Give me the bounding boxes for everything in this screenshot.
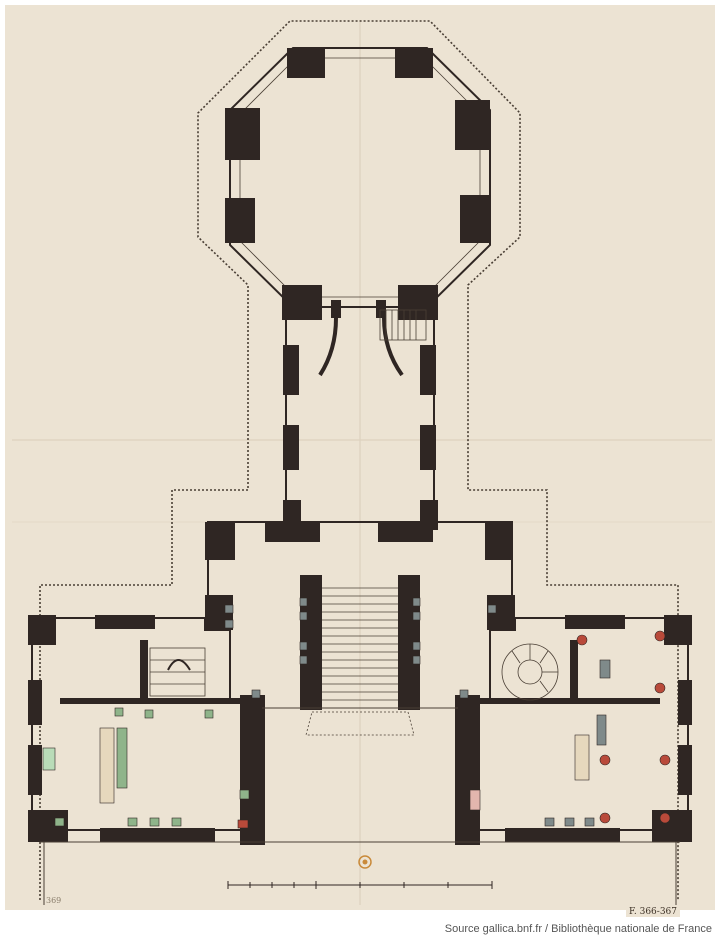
octagon-piers: [225, 48, 490, 320]
left-wing-piers: [28, 615, 265, 845]
stamp-seal-icon: [358, 855, 372, 869]
source-caption: Source gallica.bnf.fr / Bibliothèque nat…: [444, 923, 712, 935]
niche-left: [318, 317, 338, 377]
shelfmark-label: F. 366-367: [626, 907, 680, 917]
left-furniture: [42, 604, 261, 829]
niche-right: [382, 317, 404, 377]
right-spiral-stair: [501, 643, 559, 701]
folio-mark: 369: [46, 896, 62, 905]
stair-niches: [299, 597, 421, 665]
right-furniture: [459, 604, 671, 827]
grand-staircase: [300, 575, 420, 736]
small-stair: [379, 309, 427, 341]
central-hall-wall: [207, 521, 513, 620]
terrace-boundary: [39, 20, 679, 900]
scale-bar-icon: [227, 881, 493, 889]
left-service-stair: [149, 647, 206, 697]
hall-piers: [205, 522, 515, 630]
right-wing-piers: [455, 615, 692, 845]
